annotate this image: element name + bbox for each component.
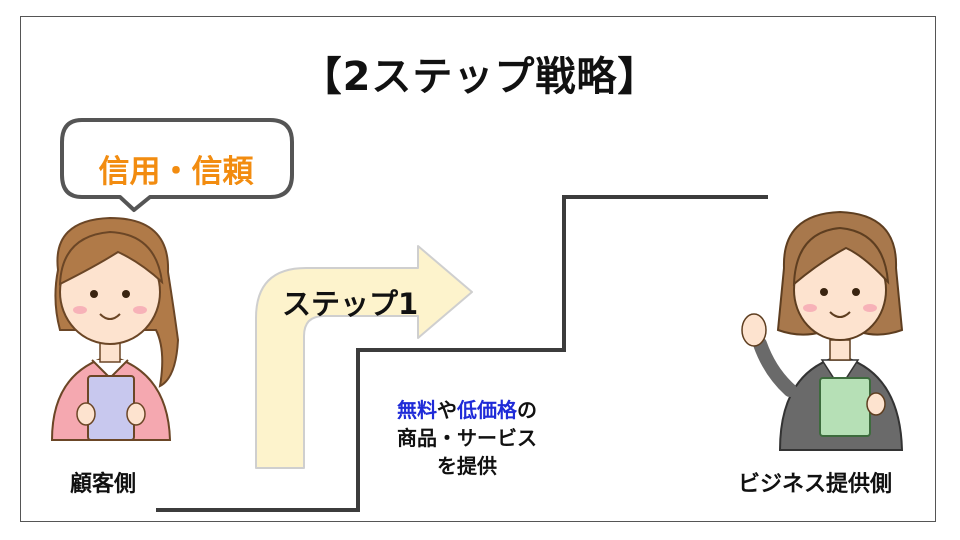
description: 無料や低価格の 商品・サービス を提供 <box>352 396 582 480</box>
highlight-free: 無料 <box>397 398 437 422</box>
business-label: ビジネス提供側 <box>738 472 893 497</box>
step-arrow-label: ステップ1 <box>282 287 419 321</box>
description-line-3: を提供 <box>437 454 497 478</box>
speech-bubble-text: 信用・信頼 <box>98 154 254 190</box>
description-line-1: 無料や低価格の <box>352 396 582 424</box>
businesswoman-waving-icon <box>741 210 904 451</box>
customer-label: 顧客側 <box>70 472 137 497</box>
text-of: の <box>517 398 537 422</box>
highlight-low-price: 低価格 <box>457 398 517 422</box>
text-or: や <box>437 398 457 422</box>
woman-holding-clipboard-icon <box>50 216 180 441</box>
staircase-line <box>156 195 768 512</box>
step-arrow <box>255 245 473 469</box>
speech-bubble <box>60 118 294 212</box>
page-title: 【2ステップ戦略】 <box>301 54 659 100</box>
description-line-2: 商品・サービス <box>397 426 537 450</box>
